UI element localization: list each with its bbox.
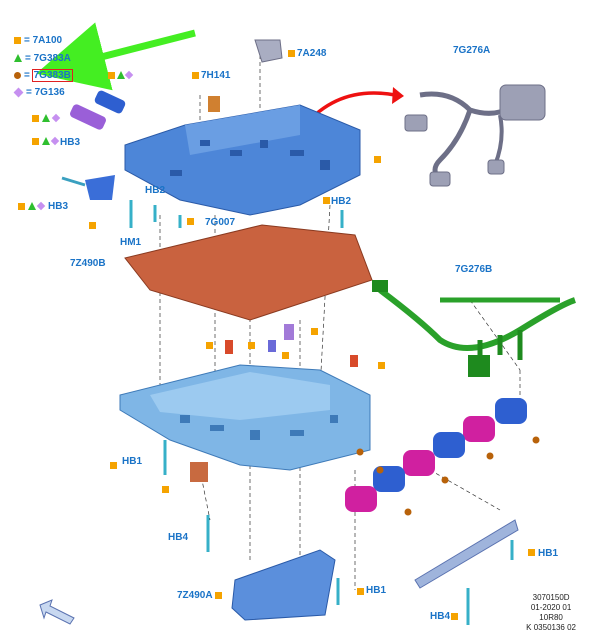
- legend-code: = 7G136: [26, 86, 65, 98]
- part-7h141: [208, 96, 220, 112]
- callout-7a248: 7A248: [297, 48, 327, 59]
- callout-hb4-left: HB4: [168, 532, 189, 543]
- square-symbol: [14, 36, 21, 44]
- reference-line-2: 01-2020 01: [530, 603, 572, 612]
- reference-line-1: 3070150D: [532, 593, 570, 602]
- legend-code: = 7G383B: [24, 68, 73, 82]
- callout-7g276a: 7G276A: [453, 45, 491, 56]
- diamond-symbol: [13, 87, 24, 97]
- solenoid-top: [94, 90, 126, 114]
- legend-code: = 7A100: [24, 34, 63, 46]
- callout-hb1-bottom: HB1: [366, 585, 387, 596]
- part-7a248: [254, 39, 283, 63]
- green-arrow: [36, 22, 196, 91]
- harness-7g276b: [372, 280, 577, 377]
- callout-7z490a: 7Z490A: [177, 590, 213, 601]
- reference-line-4: K 0350136 02: [526, 623, 576, 632]
- legend-item-7g136: = 7G136: [13, 85, 65, 99]
- legend-item-7g383b: = 7G383B: [14, 68, 73, 82]
- legend-item-7g383a: = 7G383A: [14, 51, 71, 65]
- reference-line-3: 10R80: [539, 613, 563, 622]
- callout-hb3-top: HB3: [60, 137, 81, 148]
- bracket-right: [414, 519, 519, 589]
- callout-hb3-bottom: HB3: [48, 201, 69, 212]
- callout-7z490b: 7Z490B: [70, 258, 106, 269]
- callout-hb4-bottom: HB4: [430, 611, 451, 622]
- callout-7h141: 7H141: [201, 70, 231, 81]
- dot-symbol: [14, 71, 21, 79]
- callout-7g276b: 7G276B: [455, 264, 493, 275]
- lower-valve-body: [119, 364, 371, 471]
- bracket-hb3: [85, 175, 115, 200]
- solenoid-purple: [70, 104, 106, 130]
- gasket-7z490b: [124, 224, 373, 321]
- harness-7g276a: [404, 84, 546, 187]
- callout-hm1: HM1: [120, 237, 142, 248]
- triangle-symbol: [14, 54, 22, 62]
- callout-hb1-left: HB1: [122, 456, 143, 467]
- upper-valve-body: [124, 104, 361, 216]
- orientation-arrow: [39, 599, 75, 625]
- legend-code: = 7G383A: [25, 52, 71, 64]
- callout-hb2-right: HB2: [331, 196, 352, 207]
- reference-block: 3070150D 01-2020 01 10R80 K 0350136 02: [526, 593, 576, 633]
- legend-item-7a100: = 7A100: [14, 33, 62, 47]
- solenoid-pack: [345, 398, 527, 512]
- cover-7z490a: [231, 549, 336, 621]
- callout-hb1-right: HB1: [538, 548, 559, 559]
- callout-hb2-left: HB2: [145, 185, 166, 196]
- callout-7g007: 7G007: [205, 217, 236, 228]
- part-small-orange: [190, 462, 208, 482]
